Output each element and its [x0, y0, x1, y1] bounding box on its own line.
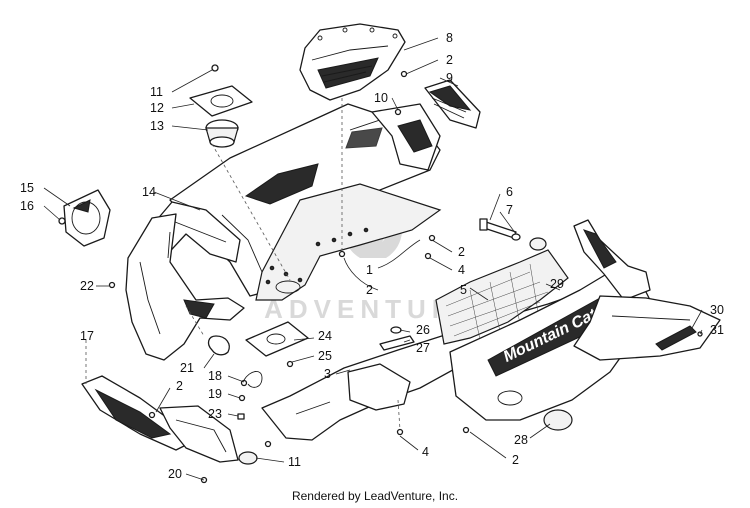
part-26-nut: [390, 326, 402, 334]
callout-12: 12: [150, 101, 164, 115]
part-6-bolt: [479, 218, 517, 239]
part-16-screw: [58, 217, 66, 225]
leader-lines: [43, 37, 703, 481]
part-bumper-left: [81, 375, 239, 463]
part-19-screw: [238, 394, 246, 402]
part-28-plug: [543, 409, 573, 431]
callout-2-top: 2: [446, 53, 453, 67]
callout-11-top: 11: [150, 85, 163, 99]
part-9-vent: [424, 79, 481, 129]
part-30-reflector: [655, 325, 697, 351]
callout-4-low: 4: [422, 445, 429, 459]
callout-6: 6: [506, 185, 513, 199]
callout-31: 31: [710, 323, 724, 337]
callout-9: 9: [446, 71, 453, 85]
callout-16: 16: [20, 199, 34, 213]
callout-13: 13: [150, 119, 164, 133]
callout-14: 14: [142, 185, 156, 199]
callout-24: 24: [318, 329, 332, 343]
part-11-grommet-low: [238, 451, 258, 465]
callout-8: 8: [446, 31, 453, 45]
callout-23: 23: [208, 407, 222, 421]
part-right-belly: [573, 295, 721, 361]
callout-11-low: 11: [288, 455, 301, 469]
part-12-plate: [189, 85, 253, 117]
part-24-cover: [245, 321, 309, 357]
part-23-nut: [237, 413, 245, 420]
part-13-boot: [205, 119, 239, 148]
callout-21: 21: [180, 361, 194, 375]
callout-10: 10: [374, 91, 388, 105]
callout-26: 26: [416, 323, 430, 337]
part-5-mesh-insulation: [435, 249, 569, 345]
part-17-side-panel: [125, 213, 245, 361]
callout-27: 27: [416, 341, 430, 355]
callout-29: 29: [550, 277, 564, 291]
callout-2-low: 2: [512, 453, 519, 467]
part-belly-pan: [255, 183, 442, 301]
callout-22: 22: [80, 279, 94, 293]
part-7-grommet: [529, 237, 547, 251]
callout-20: 20: [168, 467, 182, 481]
part-right-rail: [573, 219, 651, 301]
part-21-clip: [207, 335, 230, 356]
callout-1: 1: [366, 263, 373, 277]
render-credit: Rendered by LeadVenture, Inc.: [291, 489, 459, 503]
part-18-cable: [240, 371, 263, 388]
callout-3: 3: [324, 367, 331, 381]
callout-4-mid: 4: [458, 263, 465, 277]
callout-28: 28: [514, 433, 528, 447]
callout-7: 7: [506, 203, 513, 217]
callout-2-mid: 2: [458, 245, 465, 259]
callout-18: 18: [208, 369, 222, 383]
part-10-bracket: [371, 103, 441, 171]
callout-30: 30: [710, 303, 724, 317]
part-15-headlight-housing: [63, 189, 111, 247]
callout-2-center: 2: [366, 283, 373, 297]
callout-19: 19: [208, 387, 222, 401]
callout-5: 5: [460, 283, 467, 297]
part-7-washer: [511, 233, 521, 241]
callout-15: 15: [20, 181, 34, 195]
callout-25: 25: [318, 349, 332, 363]
part-27-plate: [379, 335, 415, 351]
callout-17: 17: [80, 329, 94, 343]
part-8-duct: [299, 23, 406, 101]
fasteners: [108, 70, 470, 484]
part-11-screw-top: [211, 64, 219, 72]
callout-2-left: 2: [176, 379, 183, 393]
callout-labels: 8 2 9 11 12 13 10 15 16 14 6 7 2 1 4 2 5…: [20, 31, 724, 481]
